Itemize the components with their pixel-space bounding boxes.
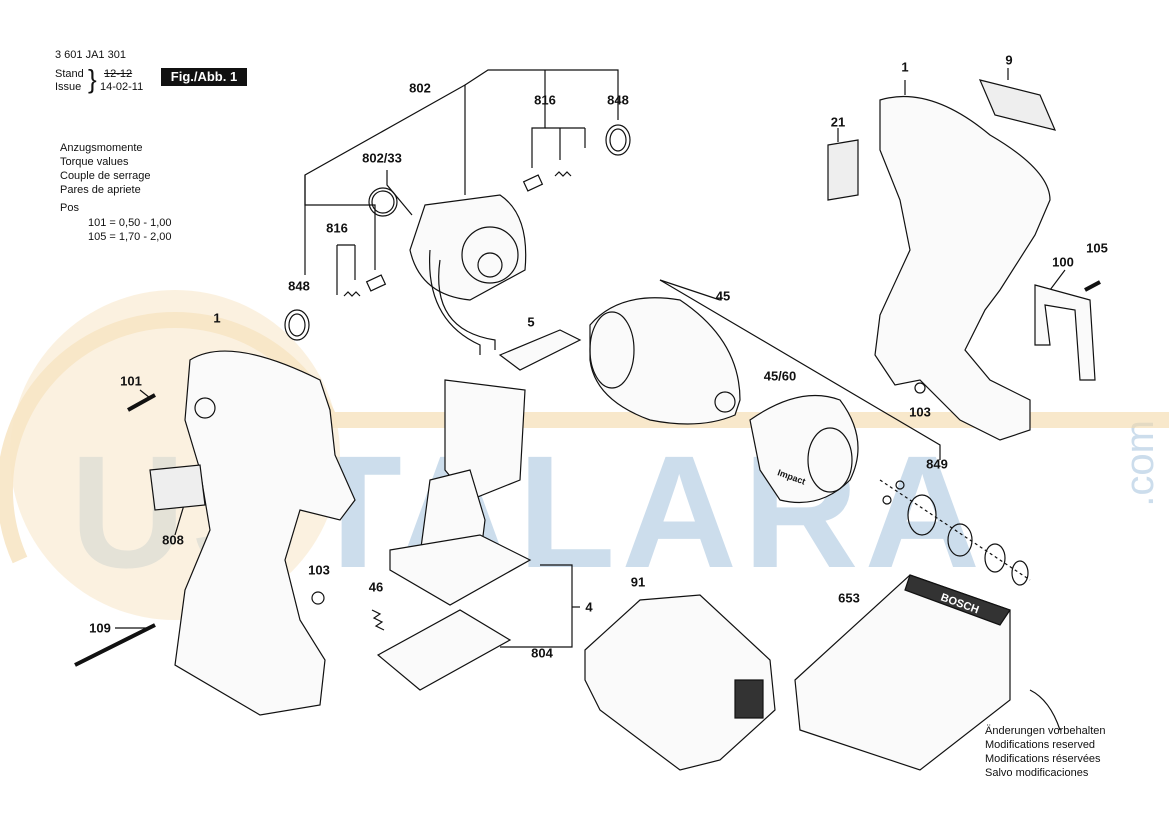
part-label-109: 109 (89, 620, 111, 636)
switch-5 (498, 329, 582, 371)
ball-849a (895, 480, 905, 490)
leader-802 (304, 83, 466, 205)
leader-45 (659, 279, 941, 460)
part-label-46: 46 (368, 579, 384, 595)
battery-91 (584, 594, 776, 771)
part-label-816a: 816 (534, 92, 556, 108)
motor-802 (409, 194, 527, 301)
stand-value: 12-12 (104, 68, 133, 80)
part-label-45-60: 45/60 (763, 368, 797, 384)
cap-848a (605, 124, 631, 156)
torque-pos-label: Pos (60, 202, 79, 214)
housing-1-left (174, 350, 356, 716)
ring-849 (984, 543, 1006, 573)
spring-816a (554, 171, 572, 177)
footer-line-4: Salvo modificaciones (985, 767, 1089, 779)
brush-816a (522, 174, 544, 192)
part-label-848b: 848 (288, 278, 310, 294)
label-21 (827, 139, 859, 201)
part-label-802: 802 (409, 80, 431, 96)
footer-line-1: Änderungen vorbehalten (985, 725, 1106, 737)
nut-103a (311, 591, 325, 605)
torque-value-105: 105 = 1,70 - 2,00 (88, 231, 172, 243)
part-label-105: 105 (1086, 240, 1108, 256)
part-label-848a: 848 (607, 92, 629, 108)
part-label-4: 4 (585, 599, 593, 615)
label-9 (978, 79, 1057, 131)
spring-46 (371, 609, 385, 631)
bit-109 (74, 623, 156, 667)
ball-849b (882, 495, 892, 505)
gear-housing-45 (589, 297, 741, 425)
housing-1-right (874, 95, 1051, 441)
torque-line-4: Pares de apriete (60, 184, 141, 196)
part-label-808: 808 (162, 532, 184, 548)
part-label-1a: 1 (213, 310, 221, 326)
leader-816a (531, 70, 546, 168)
torque-line-1: Anzugsmomente (60, 142, 143, 154)
part-label-101: 101 (120, 373, 142, 389)
brace: } (88, 64, 97, 94)
part-label-1b: 1 (901, 59, 909, 75)
module-4 (444, 379, 526, 501)
part-label-103b: 103 (909, 404, 931, 420)
issue-label: Issue (55, 81, 82, 93)
part-label-849: 849 (926, 456, 948, 472)
footer-line-2: Modifications reserved (985, 739, 1096, 751)
leader-4 (500, 564, 573, 648)
part-label-802-33: 802/33 (362, 150, 402, 166)
cover-45-60 (749, 394, 859, 504)
screw-105 (1084, 280, 1101, 292)
leader-45-b (659, 279, 721, 301)
torque-value-101: 101 = 0,50 - 1,00 (88, 217, 172, 229)
sleeve-849 (907, 494, 937, 536)
part-label-653: 653 (838, 590, 860, 606)
label-808 (149, 464, 206, 511)
torque-line-3: Couple de serrage (60, 170, 151, 182)
spring-849 (947, 523, 973, 557)
brush-816b (365, 274, 387, 292)
clip-849 (1011, 560, 1029, 586)
issue-value: 14-02-11 (100, 81, 144, 93)
part-label-5: 5 (527, 314, 535, 330)
part-label-45: 45 (715, 288, 731, 304)
leader-816b-848b (304, 175, 376, 270)
part-label-91: 91 (630, 574, 646, 590)
stand-label: Stand (55, 68, 84, 80)
leader-top-bar (464, 69, 619, 120)
part-label-804: 804 (531, 645, 553, 661)
plate-804 (376, 609, 512, 691)
part-label-9: 9 (1005, 52, 1013, 68)
part-label-103a: 103 (308, 562, 330, 578)
clip-100 (1034, 284, 1096, 381)
doc-number: 3 601 JA1 301 (55, 49, 126, 61)
part-label-816b: 816 (326, 220, 348, 236)
cap-848b (284, 309, 310, 341)
nut-103b (914, 382, 926, 394)
footer-line-3: Modifications réservées (985, 753, 1101, 765)
leader-802-33 (386, 170, 413, 216)
spring-816b (343, 291, 361, 297)
torque-line-2: Torque values (60, 156, 129, 168)
oring-802-33 (368, 187, 398, 217)
part-label-21: 21 (830, 114, 846, 130)
leader-100 (1049, 269, 1066, 291)
part-label-100: 100 (1052, 254, 1074, 270)
screw-101 (127, 393, 156, 412)
figure-label: Fig./Abb. 1 (161, 68, 247, 86)
